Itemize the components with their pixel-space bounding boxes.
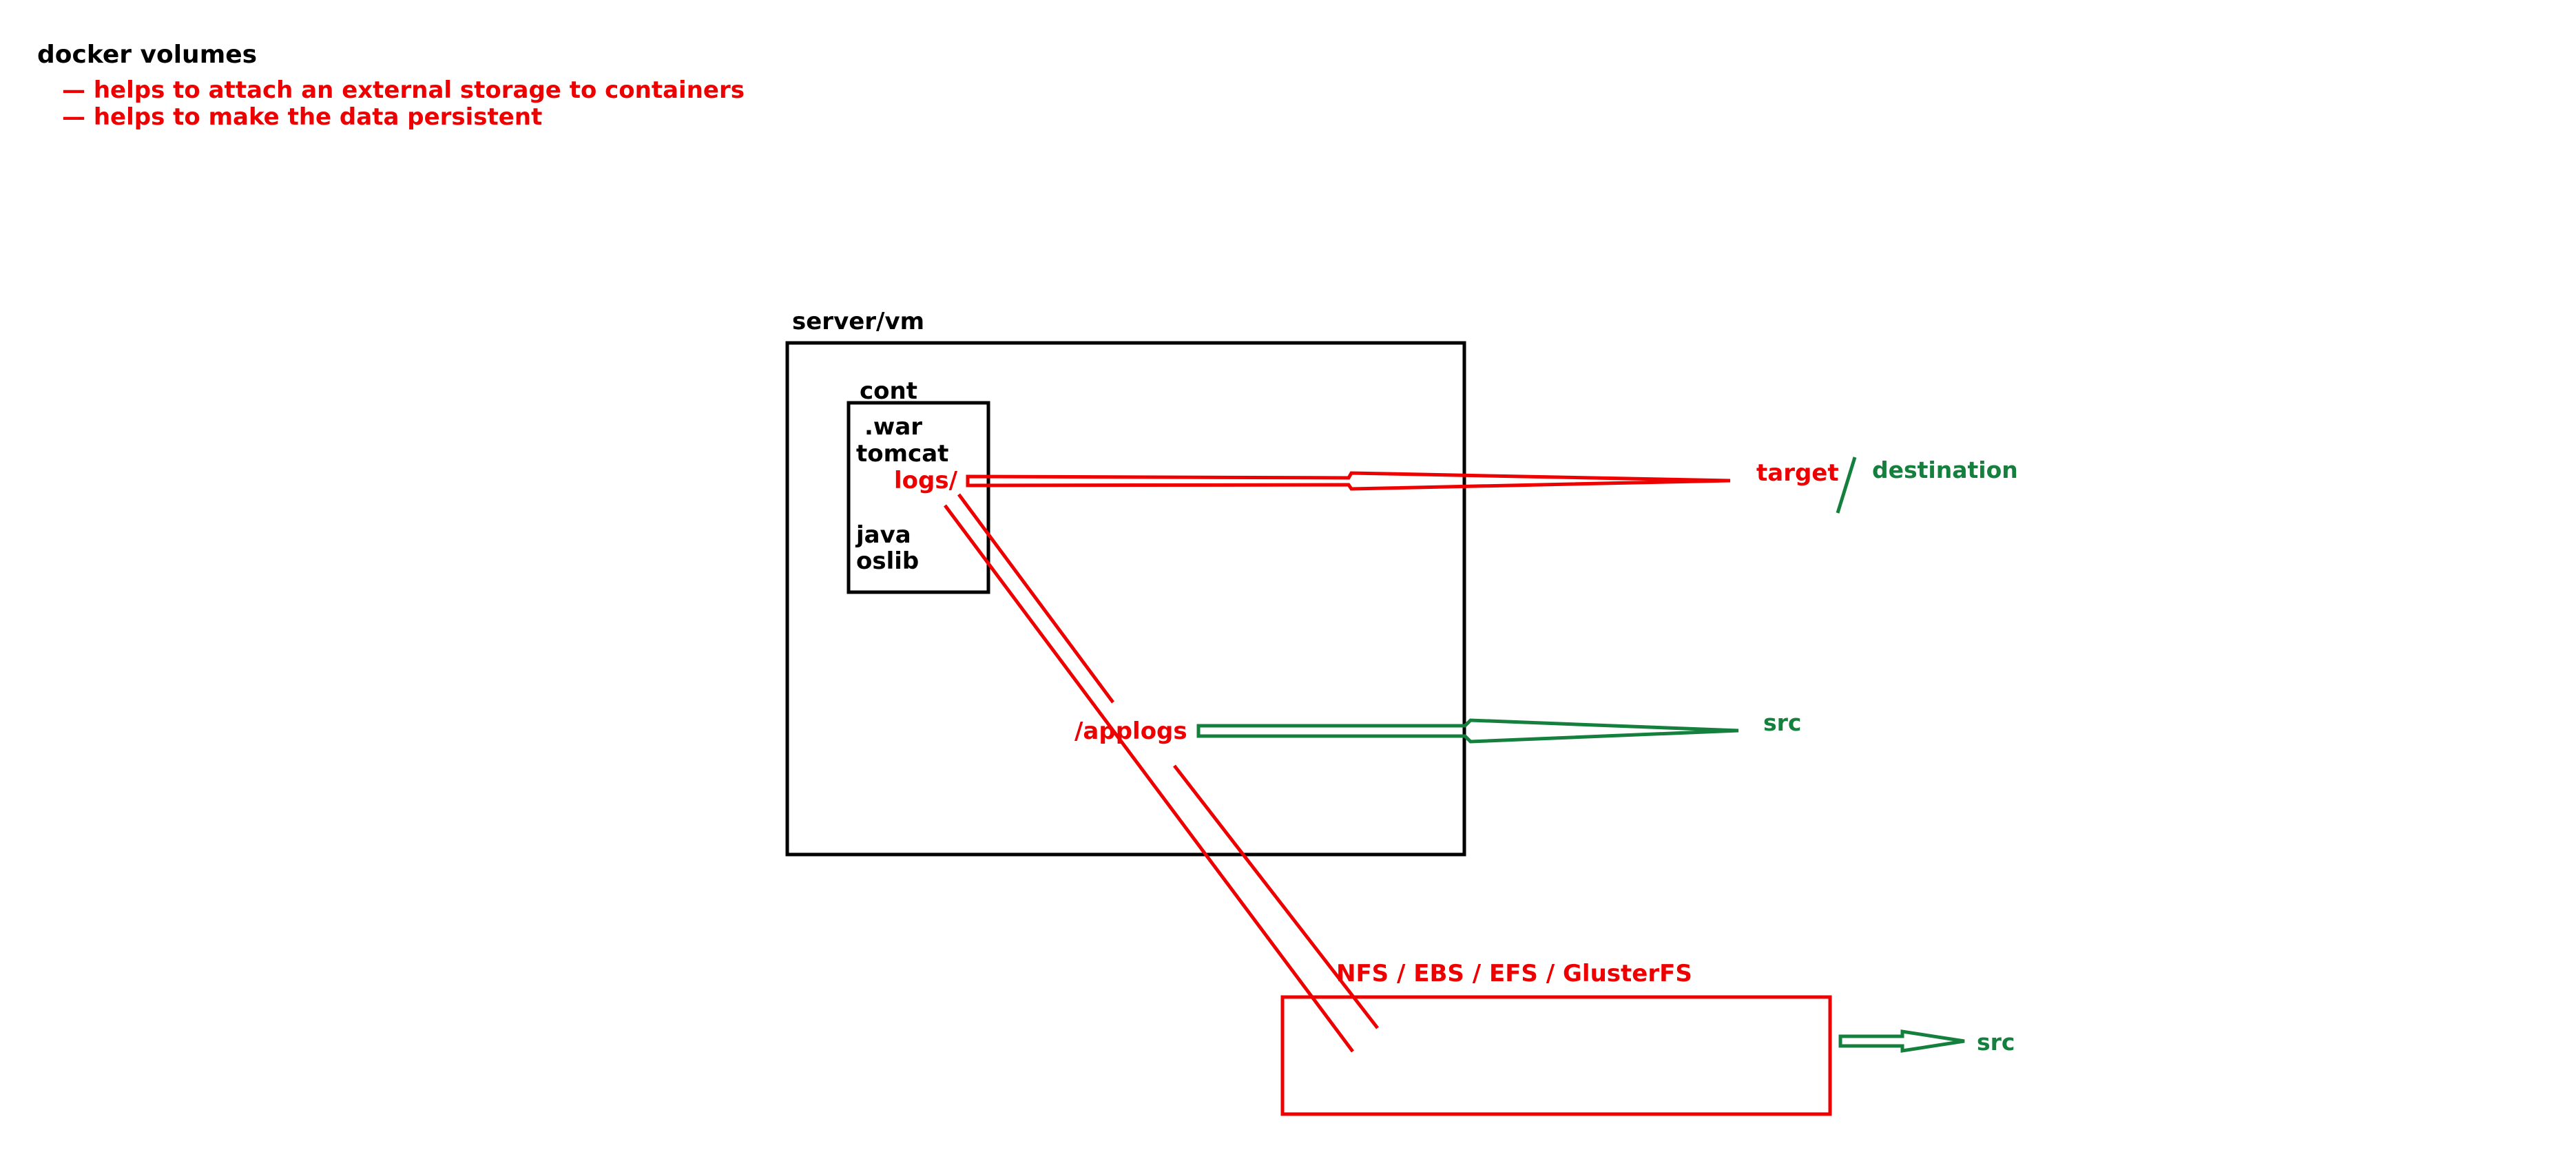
target-arrow: [966, 471, 1731, 491]
host-path-label: /applogs: [1074, 717, 1187, 745]
host-src-arrow: [1196, 718, 1739, 744]
server-label: server/vm: [792, 308, 925, 335]
host-src-label: src: [1763, 709, 1802, 736]
slash-mark: [1836, 457, 1857, 514]
container-item-oslib: oslib: [856, 547, 920, 575]
bullet-persistent-data: — helps to make the data persistent: [62, 103, 543, 131]
container-item-logs: logs/: [894, 467, 958, 494]
container-item-tomcat: tomcat: [856, 440, 949, 468]
container-item-war: .war: [864, 413, 923, 441]
server-box: [785, 341, 1466, 857]
mount-line-upper-left: [957, 493, 1115, 704]
container-label: cont: [860, 377, 917, 405]
storage-label: NFS / EBS / EFS / GlusterFS: [1336, 960, 1692, 987]
storage-src-arrow: [1838, 1029, 1965, 1053]
mount-line-lower: [1173, 764, 1379, 1029]
container-box: [846, 401, 990, 594]
target-label: target: [1756, 459, 1839, 487]
page-title: docker volumes: [37, 41, 258, 69]
mount-line-upper-right: [943, 504, 1355, 1053]
storage-src-label: src: [1977, 1029, 2015, 1056]
container-item-java: java: [856, 521, 911, 549]
bullet-attach-storage: — helps to attach an external storage to…: [62, 76, 745, 104]
destination-label: destination: [1872, 457, 2018, 483]
storage-box: [1280, 995, 1832, 1116]
